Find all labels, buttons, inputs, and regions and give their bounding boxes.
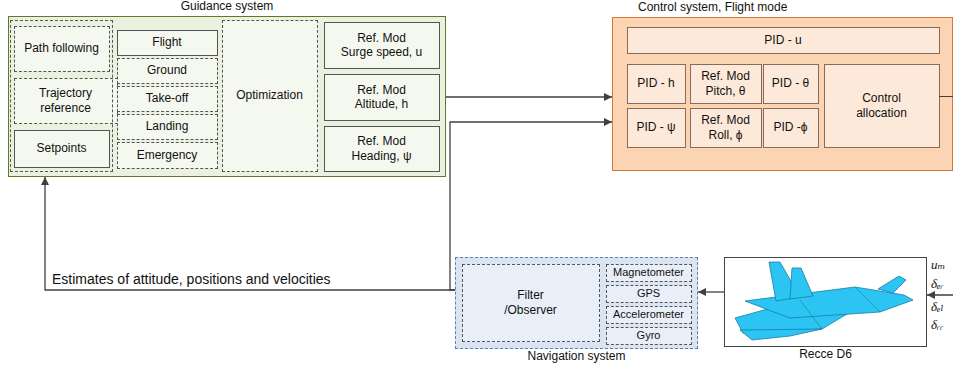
block-label: Ground bbox=[147, 63, 187, 77]
block-label: Trajectory reference bbox=[15, 86, 117, 115]
block-label: Path following bbox=[24, 41, 99, 55]
panel-title: Control system, Flight mode bbox=[613, 0, 952, 14]
aircraft-canard bbox=[878, 276, 906, 293]
block-box: Accelerometer bbox=[606, 306, 692, 324]
block-label: Ref. Mod Pitch, θ bbox=[695, 69, 757, 98]
block-box: Emergency bbox=[117, 142, 218, 169]
block-label: Gyro bbox=[637, 329, 661, 342]
signal-arrow bbox=[698, 291, 724, 292]
block-label: PID - θ bbox=[772, 76, 809, 90]
panel-title: Recce D6 bbox=[725, 347, 926, 361]
block-box: Optimization bbox=[222, 20, 318, 172]
block-box: Magnetometer bbox=[606, 264, 692, 282]
signal-name: δₑₗ bbox=[931, 299, 944, 314]
block-label: PID - h bbox=[637, 76, 674, 90]
block-box: Take-off bbox=[117, 86, 218, 112]
block-box: Path following bbox=[14, 26, 110, 72]
aircraft-fin bbox=[790, 268, 813, 299]
block-box: Ground bbox=[117, 58, 218, 84]
block-box: PID - u bbox=[627, 27, 940, 54]
block-box: GPS bbox=[606, 285, 692, 303]
panel-title: Guidance system bbox=[9, 0, 445, 13]
block-box: Ref. Mod Heading, ψ bbox=[324, 126, 440, 172]
aircraft-edge bbox=[800, 300, 822, 329]
block-label: Control allocation bbox=[847, 91, 917, 120]
signal-name: uₘ bbox=[931, 257, 945, 272]
aircraft-edge bbox=[855, 287, 880, 312]
block-box: Ref. Mod Pitch, θ bbox=[690, 64, 762, 104]
block-label: GPS bbox=[637, 287, 660, 300]
signal-name: δₑᵣ bbox=[931, 276, 944, 291]
system-panel: Recce D6 bbox=[724, 257, 927, 347]
block-label: Ref. Mod Altitude, h bbox=[340, 83, 424, 112]
block-label: Take-off bbox=[146, 91, 188, 105]
block-label: Ref. Mod Surge speed, u bbox=[340, 31, 424, 60]
block-box: Control allocation bbox=[824, 64, 940, 148]
aircraft-wing-underside bbox=[740, 329, 822, 340]
block-box: Filter /Observer bbox=[462, 264, 600, 342]
block-box: PID - h bbox=[627, 64, 686, 104]
block-label: Landing bbox=[146, 119, 189, 133]
block-box: Landing bbox=[117, 114, 218, 140]
block-box: PID -ϕ bbox=[763, 108, 819, 148]
block-box: Ref. Mod Roll, ϕ bbox=[690, 108, 762, 148]
block-label: Setpoints bbox=[36, 141, 86, 155]
block-box: PID - ψ bbox=[627, 108, 686, 148]
block-box: PID - θ bbox=[763, 64, 819, 104]
block-label: Filter /Observer bbox=[501, 288, 561, 317]
block-box: Ref. Mod Surge speed, u bbox=[324, 22, 440, 69]
block-label: Flight bbox=[152, 35, 181, 49]
block-label: PID -ϕ bbox=[773, 120, 807, 134]
block-label: Optimization bbox=[236, 88, 303, 102]
block-label: PID - ψ bbox=[636, 120, 675, 134]
system-panel: PID - u PID - h Ref. Mod Pitch, θ PID - θ PI… bbox=[612, 17, 953, 171]
signal-name: δᵣᵣ bbox=[931, 317, 943, 332]
output-line bbox=[939, 96, 953, 97]
block-label: Emergency bbox=[137, 148, 198, 162]
block-label: PID - u bbox=[764, 33, 801, 47]
block-box: Flight bbox=[117, 30, 218, 56]
panel-title: Navigation system bbox=[456, 349, 697, 363]
block-box: Gyro bbox=[606, 327, 692, 345]
block-box: Ref. Mod Altitude, h bbox=[324, 74, 440, 121]
edge-label: Estimates of attitude, positions and vel… bbox=[52, 271, 331, 287]
block-box: Setpoints bbox=[14, 130, 110, 168]
block-box: Trajectory reference bbox=[14, 78, 118, 124]
system-panel: Path followingTrajectory referenceSetpoi… bbox=[8, 16, 446, 177]
signal-arrow bbox=[45, 177, 455, 290]
block-label: Ref. Mod Roll, ϕ bbox=[695, 113, 757, 142]
system-panel: Filter /Observer MagnetometerGPS Accelerom… bbox=[455, 257, 698, 349]
block-label: Magnetometer bbox=[613, 266, 684, 279]
signal-arrow bbox=[446, 96, 612, 97]
block-label: Accelerometer bbox=[613, 308, 684, 321]
block-label: Ref. Mod Heading, ψ bbox=[340, 134, 424, 163]
aircraft-ground bbox=[724, 257, 927, 347]
